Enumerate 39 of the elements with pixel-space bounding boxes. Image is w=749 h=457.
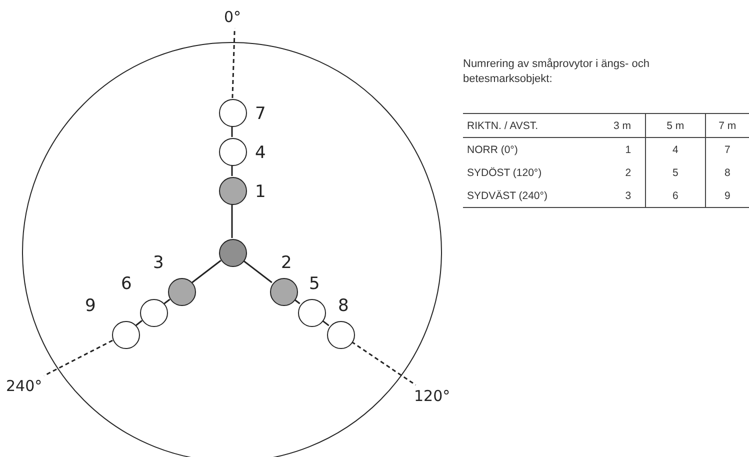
plot-number: 5 — [309, 274, 320, 294]
plot-number: 3 — [625, 190, 632, 202]
connector-line — [192, 260, 222, 284]
plot-number: 7 — [724, 144, 730, 156]
plot-number: 8 — [724, 166, 730, 178]
plot-number: 9 — [85, 296, 96, 316]
connector-line — [136, 320, 142, 326]
plot-number: 8 — [338, 296, 349, 316]
dashed-line — [351, 341, 416, 386]
plot-number: 6 — [672, 190, 678, 202]
row-header: SYDÖST (120°) — [467, 166, 542, 178]
column-header: 5 m — [666, 120, 684, 132]
column-header: RIKTN. / AVST. — [467, 120, 538, 132]
plot-number: 4 — [255, 143, 266, 163]
plot-number: 9 — [724, 190, 730, 202]
connector-line — [231, 126, 233, 137]
plot-number: 4 — [672, 144, 678, 156]
plot-centre-circle — [219, 239, 247, 267]
table-heading: Numrering av småprovytor i ängs- och betesmarksobjekt: — [463, 57, 650, 87]
row-header: SYDVÄST (240°) — [467, 190, 548, 202]
dashed-line — [44, 340, 113, 376]
connector-line — [242, 260, 272, 284]
plot-number: 1 — [625, 144, 632, 156]
connector-line — [231, 204, 233, 238]
plot-number: 2 — [625, 166, 632, 178]
connector-line — [164, 298, 170, 304]
column-header: 7 m — [718, 120, 736, 132]
row-header: NORR (0°) — [467, 144, 518, 156]
connector-line — [231, 165, 233, 176]
bearing-label: 120° — [414, 387, 450, 405]
column-header: 3 m — [614, 120, 632, 132]
bearing-label: 240° — [6, 377, 42, 395]
plot-number: 7 — [255, 104, 266, 124]
plot-number: 1 — [255, 182, 266, 202]
plot-number: 2 — [281, 253, 292, 273]
plot-number: 6 — [121, 274, 132, 294]
bearing-label: 0° — [224, 8, 242, 26]
plot-number: 3 — [153, 253, 164, 273]
plot-number: 5 — [672, 166, 678, 178]
